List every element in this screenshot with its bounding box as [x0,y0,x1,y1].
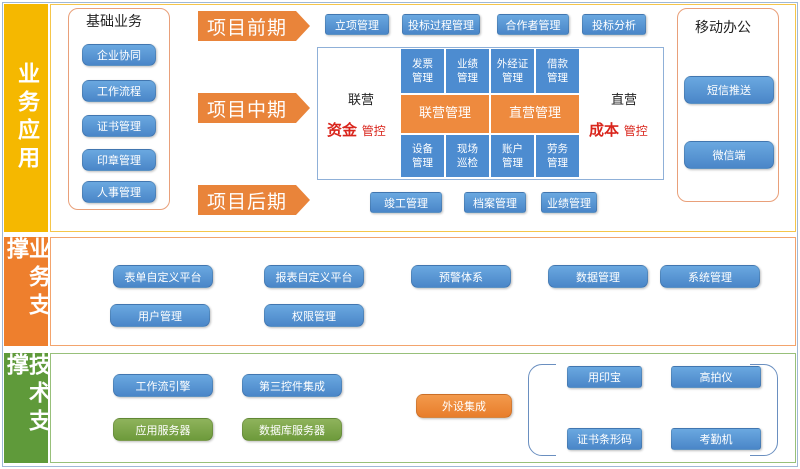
mid-right-control: 成本 管控 [589,119,648,140]
post-item-archive[interactable]: 档案管理 [464,192,526,213]
mobile-office-title: 移动办公 [695,20,751,36]
mobile-office-box [677,8,779,202]
basic-item-seal[interactable]: 印章管理 [82,149,156,171]
support-item-user-management[interactable]: 用户管理 [110,304,210,327]
tech-item-peripheral-integration[interactable]: 外设集成 [416,394,512,418]
mid-center-direct[interactable]: 直营管理 [490,94,580,134]
support-item-report-platform[interactable]: 报表自定义平台 [264,265,364,288]
device-item-seal-box[interactable]: 用印宝 [567,366,642,388]
mid-cell-invoice[interactable]: 发票 管理 [400,48,445,94]
mid-right-main: 成本 [589,121,620,139]
support-item-system-management[interactable]: 系统管理 [660,265,760,288]
mid-cell-external-cert[interactable]: 外经证 管理 [490,48,535,94]
tech-item-db-server[interactable]: 数据库服务器 [242,418,342,441]
mobile-item-sms[interactable]: 短信推送 [684,76,774,104]
mid-cell-loan[interactable]: 借款 管理 [535,48,580,94]
mobile-item-wechat[interactable]: 微信端 [684,141,774,169]
phase-mid: 项目中期 [198,93,310,123]
post-item-completion[interactable]: 竣工管理 [370,192,442,213]
tech-item-app-server[interactable]: 应用服务器 [113,418,213,441]
tech-item-workflow-engine[interactable]: 工作流引擎 [113,374,213,397]
support-item-form-platform[interactable]: 表单自定义平台 [113,265,213,288]
mid-cell-performance[interactable]: 业绩 管理 [445,48,490,94]
band-business-app-label: 业务应用 [4,4,48,232]
mid-left-control: 资金 管控 [327,119,386,140]
mid-right-suffix: 管控 [623,124,648,138]
basic-business-box [68,8,170,210]
basic-item-enterprise-collab[interactable]: 企业协同 [82,44,156,66]
pre-item-partner[interactable]: 合作者管理 [497,14,569,35]
basic-item-hr[interactable]: 人事管理 [82,181,156,203]
support-item-alert-system[interactable]: 预警体系 [411,265,511,288]
mid-cell-equipment[interactable]: 设备 管理 [400,134,445,178]
pre-item-bidding-process[interactable]: 投标过程管理 [402,14,480,35]
device-item-attendance[interactable]: 考勤机 [671,428,761,450]
mid-center-joint[interactable]: 联营管理 [400,94,490,134]
pre-item-project-setup[interactable]: 立项管理 [325,14,389,35]
band-business-support-label: 业务支撑 [3,237,50,346]
basic-item-workflow[interactable]: 工作流程 [82,80,156,102]
device-group-gap-top [556,362,750,368]
mid-box [317,47,664,180]
support-item-permission-management[interactable]: 权限管理 [264,304,364,327]
post-item-performance[interactable]: 业绩管理 [541,192,597,213]
band-business-support-body [50,237,796,346]
support-item-data-management[interactable]: 数据管理 [548,265,648,288]
phase-post: 项目后期 [198,185,310,215]
device-item-scanner[interactable]: 高拍仪 [671,366,761,388]
band-tech-support-label: 技术支撑 [3,353,50,463]
mid-cell-site-inspection[interactable]: 现场 巡检 [445,134,490,178]
mid-cell-labor[interactable]: 劳务 管理 [535,134,580,178]
basic-business-title: 基础业务 [86,14,142,30]
mid-cell-account[interactable]: 账户 管理 [490,134,535,178]
basic-item-certificate[interactable]: 证书管理 [82,115,156,137]
tech-item-thirdparty-integration[interactable]: 第三控件集成 [242,374,342,397]
band-business-support: 业务支撑 [3,237,796,346]
mid-left-main: 资金 [327,121,358,139]
mid-left-title: 联营 [348,93,375,108]
pre-item-bid-analysis[interactable]: 投标分析 [582,14,646,35]
device-group-gap-bottom [556,452,750,458]
mid-left-suffix: 管控 [361,124,386,138]
mid-right-title: 直营 [611,93,638,108]
phase-pre: 项目前期 [198,11,310,41]
device-item-barcode[interactable]: 证书条形码 [567,428,642,450]
